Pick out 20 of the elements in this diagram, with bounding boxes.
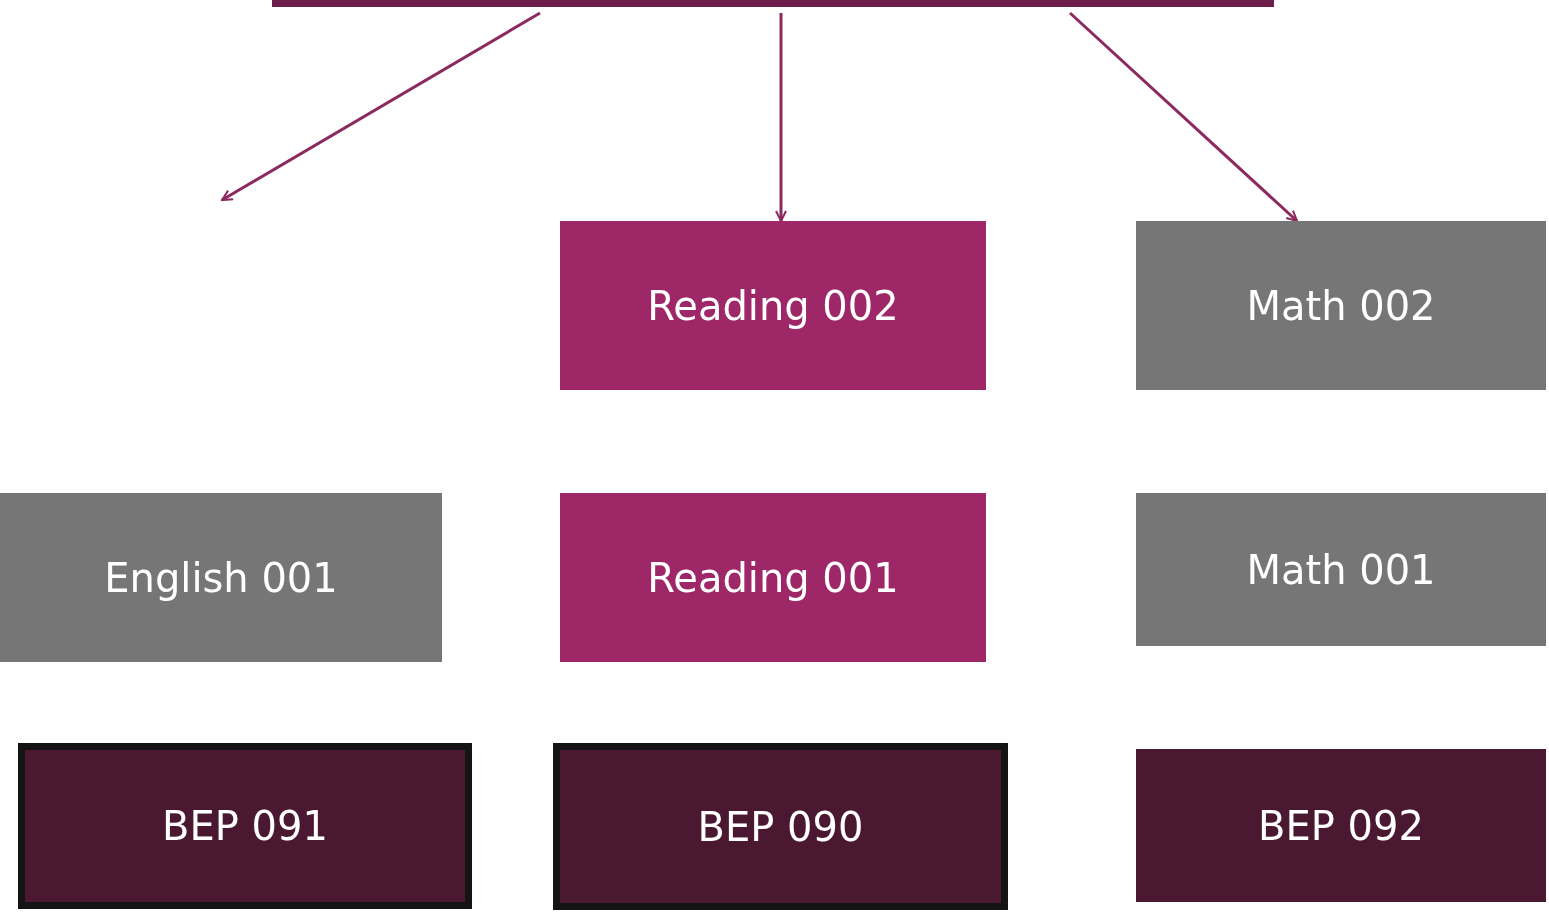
header-bar	[272, 0, 1274, 7]
course-box	[560, 493, 986, 662]
course-label: BEP 091	[162, 803, 328, 849]
course-box	[1136, 749, 1546, 902]
course-box	[1136, 493, 1546, 646]
arrow	[1069, 11, 1298, 223]
course-label: Reading 001	[647, 554, 899, 601]
course-label: Reading 002	[647, 282, 899, 329]
course-label: Math 002	[1246, 282, 1436, 329]
course-label: BEP 090	[697, 803, 864, 850]
course-label: BEP 092	[1258, 802, 1424, 849]
arrow	[221, 11, 541, 202]
course-box	[18, 743, 472, 909]
course-box	[560, 221, 986, 390]
course-box	[553, 743, 1008, 910]
course-box	[0, 493, 442, 662]
course-label: Math 001	[1246, 546, 1436, 593]
course-box	[1136, 221, 1546, 390]
course-label: English 001	[104, 554, 338, 601]
arrow	[775, 13, 787, 222]
